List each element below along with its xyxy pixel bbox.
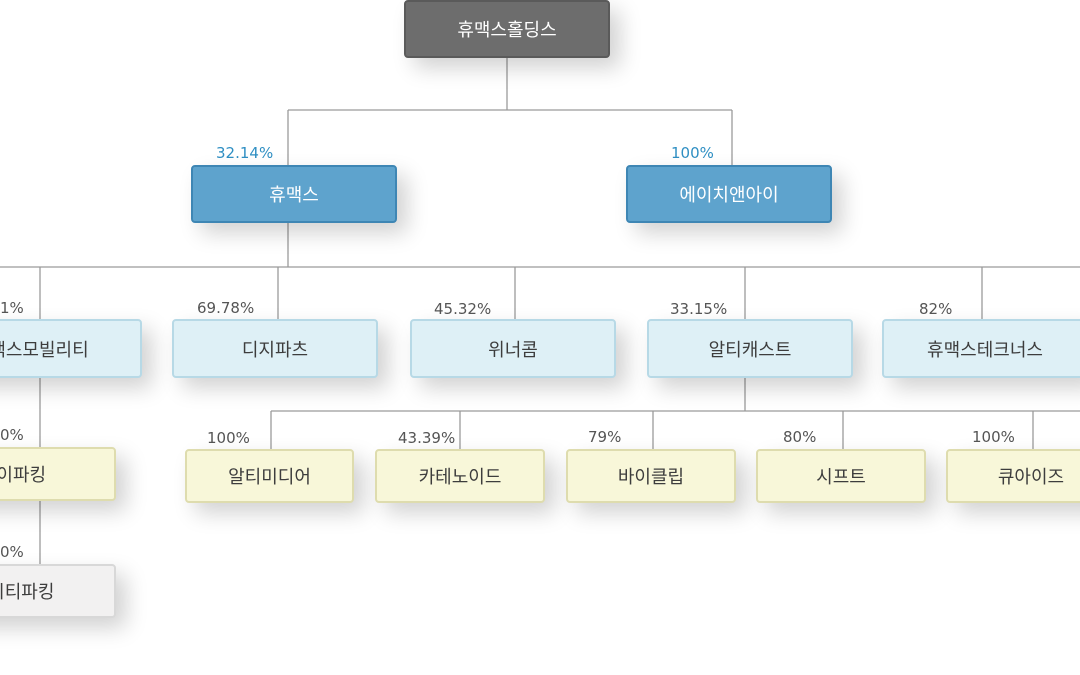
node-label: 맥스모빌리티: [0, 339, 89, 361]
ownership-percent: 45.32%: [434, 300, 492, 318]
node-label: 알티미디어: [228, 467, 311, 488]
node-alticast: 알티캐스트: [647, 319, 853, 378]
node-digiparts: 디지파츠: [172, 319, 378, 378]
node-humax-mobility: 맥스모빌리티: [0, 319, 142, 378]
node-shift: 시프트: [756, 449, 926, 503]
node-label: 에이치앤아이: [679, 185, 779, 206]
ownership-percent: 82%: [919, 300, 953, 318]
node-label: 큐아이즈: [997, 467, 1065, 488]
ownership-percent: 32.14%: [216, 144, 274, 162]
node-label: 시프트: [816, 467, 866, 488]
node-qeyes: 큐아이즈: [946, 449, 1080, 503]
node-label: 위너콤: [488, 339, 538, 361]
node-label: 휴맥스홀딩스: [457, 20, 557, 41]
node-label: 하이파킹: [0, 465, 47, 486]
node-label: 알티캐스트: [708, 339, 792, 361]
ownership-percent: 43.39%: [398, 429, 456, 447]
ownership-percent: 80%: [783, 428, 817, 446]
node-winnercom: 위너콤: [410, 319, 616, 378]
node-label: 카테노이드: [418, 467, 502, 488]
ownership-percent: 0%: [0, 543, 24, 561]
ownership-percent: 69.78%: [197, 299, 255, 317]
node-humax-technus: 휴맥스테크너스: [882, 319, 1080, 378]
node-humax: 휴맥스: [191, 165, 397, 223]
node-hi-parking: 하이파킹: [0, 447, 116, 501]
node-label: 휴맥스: [269, 185, 319, 206]
ownership-percent: 100%: [972, 428, 1015, 446]
node-humax-holdings: 휴맥스홀딩스: [404, 0, 610, 58]
node-label: 이시티파킹: [0, 582, 55, 603]
node-h-and-i: 에이치앤아이: [626, 165, 832, 223]
node-label: 디지파츠: [241, 339, 309, 361]
ownership-percent: 1%: [0, 299, 24, 317]
node-altimedia: 알티미디어: [185, 449, 354, 503]
node-byclip: 바이클립: [566, 449, 736, 503]
ownership-percent: 100%: [207, 429, 250, 447]
ownership-percent: 33.15%: [670, 300, 728, 318]
node-city-parking: 이시티파킹: [0, 564, 116, 618]
ownership-percent: 100%: [671, 144, 714, 162]
ownership-percent: 79%: [588, 428, 622, 446]
ownership-percent: 0%: [0, 426, 24, 444]
node-label: 바이클립: [617, 467, 685, 488]
node-label: 휴맥스테크너스: [927, 339, 1043, 361]
node-catenoid: 카테노이드: [375, 449, 545, 503]
